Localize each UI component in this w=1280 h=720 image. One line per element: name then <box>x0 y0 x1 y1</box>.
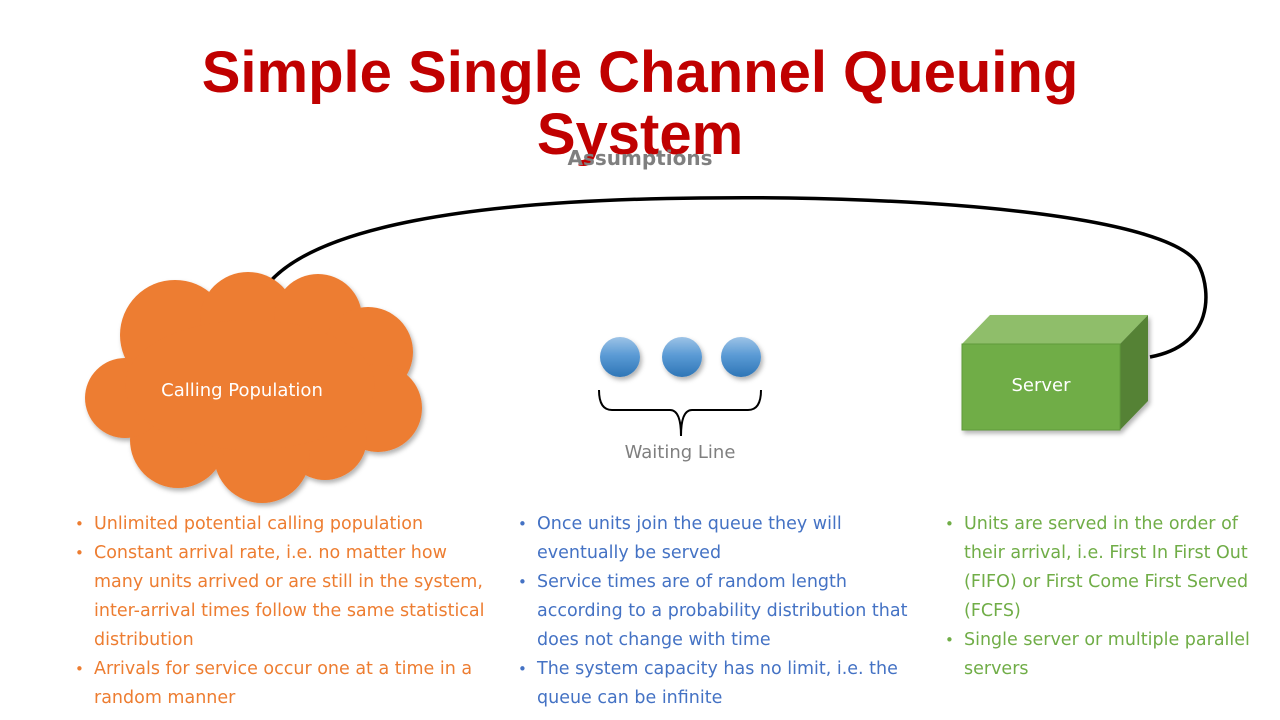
waiting-line-assumptions: Once units join the queue they will even… <box>513 510 913 713</box>
queue-units <box>600 337 761 377</box>
waiting-line-brace <box>598 389 762 437</box>
waiting-line-label: Waiting Line <box>624 442 736 463</box>
queue-unit <box>721 337 761 377</box>
calling-population-label: Calling Population <box>161 380 323 401</box>
server-box <box>961 315 1148 431</box>
server-front-face <box>961 343 1121 431</box>
assumption-item: The system capacity has no limit, i.e. t… <box>513 655 913 713</box>
assumption-item: Constant arrival rate, i.e. no matter ho… <box>70 539 490 655</box>
calling-population-assumptions: Unlimited potential calling population C… <box>70 510 490 713</box>
assumption-item: Units are served in the order of their a… <box>940 510 1270 626</box>
calling-population-cloud <box>85 272 422 503</box>
assumption-item: Arrivals for service occur one at a time… <box>70 655 490 713</box>
assumptions-heading: Assumptions <box>567 146 713 170</box>
server-top-face <box>962 315 1148 344</box>
slide-title: Simple Single Channel Queuing System <box>201 40 1079 167</box>
queue-unit <box>600 337 640 377</box>
server-side-face <box>1120 315 1148 430</box>
assumption-item: Unlimited potential calling population <box>70 510 490 539</box>
assumption-item: Once units join the queue they will even… <box>513 510 913 568</box>
assumption-item: Single server or multiple parallel serve… <box>940 626 1270 684</box>
queue-unit <box>662 337 702 377</box>
server-label: Server <box>1011 375 1071 396</box>
server-assumptions: Units are served in the order of their a… <box>940 510 1270 684</box>
assumption-item: Service times are of random length accor… <box>513 568 913 655</box>
